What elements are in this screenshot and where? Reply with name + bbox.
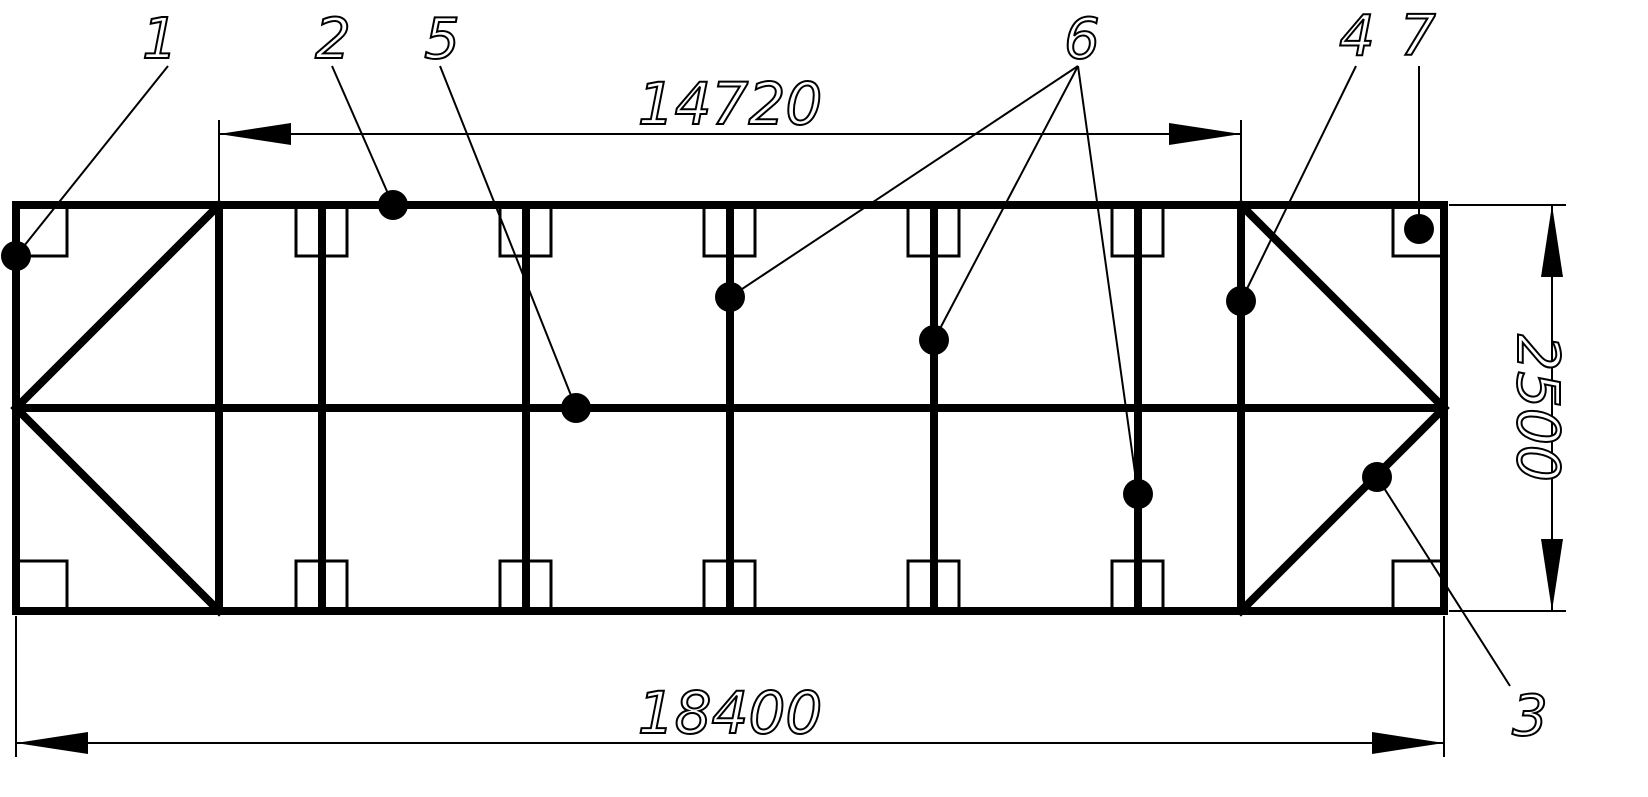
leader-6a — [729, 65, 1079, 298]
arrow-top-left — [219, 123, 291, 145]
dot-6b — [919, 325, 949, 355]
callout-3: 3 — [1512, 684, 1548, 749]
callout-7: 7 — [1400, 4, 1436, 69]
callout-6: 6 — [1064, 7, 1100, 72]
leader-5 — [439, 65, 577, 409]
dimension-bottom-value: 18400 — [638, 679, 823, 747]
dot-6a — [715, 282, 745, 312]
arrow-bottom-left — [16, 732, 88, 754]
dot-7 — [1404, 214, 1434, 244]
callout-2: 2 — [315, 7, 351, 72]
diagonal-left-lower — [10, 402, 225, 617]
plate-top-2 — [294, 203, 349, 258]
plate-top-5 — [906, 203, 961, 258]
arrow-right-top — [1541, 205, 1563, 277]
dimension-right-value: 2500 — [1504, 334, 1572, 482]
callout-5: 5 — [424, 7, 460, 72]
dot-3 — [1362, 462, 1392, 492]
leader-2 — [331, 65, 394, 206]
dot-6c — [1123, 479, 1153, 509]
dot-5 — [561, 393, 591, 423]
plate-markers — [14, 203, 1446, 613]
diagonal-left-upper — [10, 199, 225, 414]
arrow-bottom-right — [1372, 732, 1444, 754]
callout-labels: 1 2 5 6 4 7 3 — [141, 3, 1549, 750]
diagonal-right-upper — [1235, 199, 1450, 414]
callout-4: 4 — [1339, 4, 1375, 69]
plate-bottom-3 — [498, 559, 553, 613]
plate-top-4 — [702, 203, 757, 258]
plate-bottom-7 — [1391, 559, 1446, 613]
dot-2 — [378, 190, 408, 220]
dot-1 — [1, 241, 31, 271]
leader-1 — [15, 65, 169, 257]
arrow-right-bottom — [1541, 539, 1563, 611]
callout-1: 1 — [142, 7, 178, 72]
plate-bottom-4 — [702, 559, 757, 613]
leader-3 — [1376, 476, 1511, 687]
plate-bottom-1 — [14, 559, 69, 613]
plate-bottom-6 — [1110, 559, 1165, 613]
dimension-top-value: 14720 — [638, 70, 823, 138]
dot-4 — [1226, 286, 1256, 316]
leader-4 — [1240, 65, 1357, 302]
plate-top-1 — [14, 203, 69, 258]
leader-6c — [1077, 65, 1139, 495]
dimension-arrows — [16, 123, 1563, 754]
plate-bottom-5 — [906, 559, 961, 613]
dimension-labels: 14720 18400 2500 — [637, 69, 1573, 748]
leader-lines — [15, 65, 1511, 687]
callout-dots — [1, 190, 1434, 509]
plate-bottom-2 — [294, 559, 349, 613]
dimension-lines — [15, 120, 1566, 757]
leader-6b — [933, 65, 1079, 341]
plate-top-3 — [498, 203, 553, 258]
plate-top-6 — [1110, 203, 1165, 258]
diagonal-right-lower — [1235, 402, 1450, 617]
truss-frame — [10, 199, 1450, 617]
arrow-top-right — [1169, 123, 1241, 145]
